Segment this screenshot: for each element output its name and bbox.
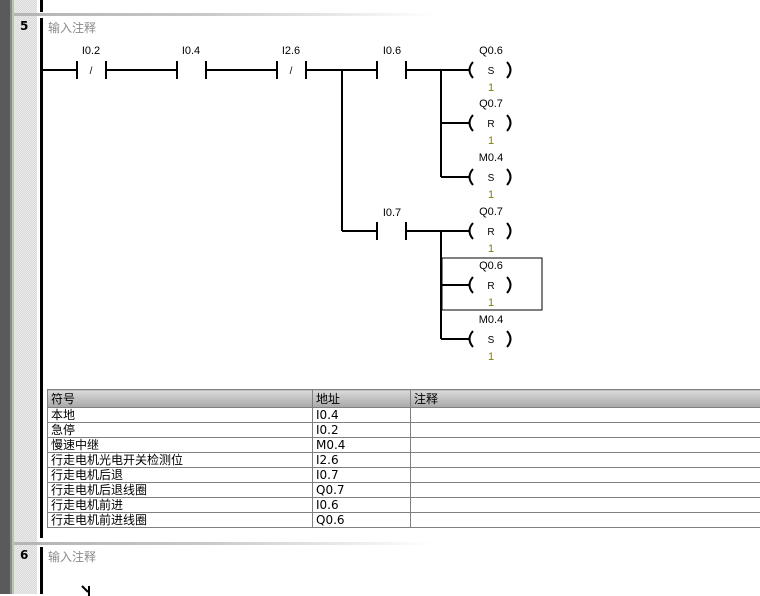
- contact-address: I0.7: [383, 207, 401, 219]
- cell-comment[interactable]: [411, 498, 760, 513]
- column-header-address[interactable]: 地址: [313, 390, 411, 408]
- coil-m0-4[interactable]: M0.4S 1: [470, 152, 511, 201]
- coil-count: 1: [488, 135, 494, 147]
- cell-address[interactable]: Q0.6: [313, 513, 411, 528]
- cell-symbol[interactable]: 急停: [48, 423, 313, 438]
- coil-operation: S: [488, 66, 495, 77]
- coil-operation: S: [488, 335, 495, 346]
- coil-address: Q0.6: [479, 45, 503, 57]
- cell-symbol[interactable]: 行走电机前进: [48, 498, 313, 513]
- cell-symbol[interactable]: 慢速中继: [48, 438, 313, 453]
- coil-operation: R: [487, 281, 494, 292]
- cell-comment[interactable]: [411, 453, 760, 468]
- cell-address[interactable]: I0.7: [313, 468, 411, 483]
- contact-address: I0.2: [82, 45, 100, 57]
- coil-bracket-left: [470, 115, 474, 131]
- contact-i0-7[interactable]: I0.7: [377, 207, 406, 240]
- coil-bracket-right: [507, 62, 511, 78]
- coil-count: 1: [488, 351, 494, 363]
- mouse-cursor-icon: [80, 584, 96, 596]
- cell-comment[interactable]: [411, 408, 760, 423]
- coil-count: 1: [488, 297, 494, 309]
- coil-address: Q0.7: [479, 98, 503, 110]
- cell-address[interactable]: I0.4: [313, 408, 411, 423]
- network-separator: [14, 542, 434, 545]
- cell-comment[interactable]: [411, 438, 760, 453]
- coil-address: M0.4: [479, 314, 503, 326]
- coil-address: M0.4: [479, 152, 503, 164]
- contact-i0-2[interactable]: I0.2 /: [77, 45, 106, 79]
- coil-operation: R: [487, 119, 494, 130]
- coil-q0-6[interactable]: Q0.6S 1: [470, 45, 511, 94]
- coil-address: Q0.7: [479, 206, 503, 218]
- cell-address[interactable]: M0.4: [313, 438, 411, 453]
- coil-count: 1: [488, 189, 494, 201]
- coil-q0-7[interactable]: Q0.7R 1: [470, 98, 511, 147]
- network-comment[interactable]: 输入注释: [48, 548, 96, 565]
- cell-comment[interactable]: [411, 468, 760, 483]
- coil-q0-6[interactable]: Q0.6R 1: [470, 260, 511, 309]
- coil-count: 1: [488, 243, 494, 255]
- coil-m0-4[interactable]: M0.4S 1: [470, 314, 511, 363]
- cell-symbol[interactable]: 行走电机前进线圈: [48, 513, 313, 528]
- cell-address[interactable]: I0.2: [313, 423, 411, 438]
- contact-i0-4[interactable]: I0.4: [177, 45, 206, 79]
- cell-address[interactable]: I2.6: [313, 453, 411, 468]
- coil-bracket-right: [507, 223, 511, 239]
- coil-bracket-right: [507, 115, 511, 131]
- coil-bracket-right: [507, 169, 511, 185]
- coil-operation: S: [488, 173, 495, 184]
- nc-slash-icon: /: [290, 66, 293, 77]
- coil-address: Q0.6: [479, 260, 503, 272]
- contact-address: I2.6: [282, 45, 300, 57]
- coil-operation: R: [487, 227, 494, 238]
- coil-q0-7[interactable]: Q0.7R 1: [470, 206, 511, 255]
- cell-symbol[interactable]: 行走电机光电开关检测位: [48, 453, 313, 468]
- coil-bracket-left: [470, 223, 474, 239]
- contact-address: I0.6: [383, 45, 401, 57]
- contact-address: I0.4: [182, 45, 200, 57]
- cell-address[interactable]: Q0.7: [313, 483, 411, 498]
- contact-i2-6[interactable]: I2.6 /: [277, 45, 306, 79]
- coil-bracket-left: [470, 62, 474, 78]
- cell-comment[interactable]: [411, 513, 760, 528]
- cell-symbol[interactable]: 行走电机后退线圈: [48, 483, 313, 498]
- coil-bracket-right: [507, 277, 511, 293]
- coil-count: 1: [488, 82, 494, 94]
- contact-i0-6[interactable]: I0.6: [377, 45, 406, 79]
- cell-symbol[interactable]: 本地: [48, 408, 313, 423]
- coil-bracket-left: [470, 331, 474, 347]
- coil-bracket-left: [470, 169, 474, 185]
- column-header-comment[interactable]: 注释: [411, 390, 760, 408]
- network-number[interactable]: 6: [20, 548, 28, 562]
- cell-symbol[interactable]: 行走电机后退: [48, 468, 313, 483]
- cell-comment[interactable]: [411, 483, 760, 498]
- cell-address[interactable]: I0.6: [313, 498, 411, 513]
- column-header-symbol[interactable]: 符号: [48, 390, 313, 408]
- nc-slash-icon: /: [90, 66, 93, 77]
- coil-bracket-left: [470, 277, 474, 293]
- coil-bracket-right: [507, 331, 511, 347]
- cell-comment[interactable]: [411, 423, 760, 438]
- power-rail: [40, 547, 43, 594]
